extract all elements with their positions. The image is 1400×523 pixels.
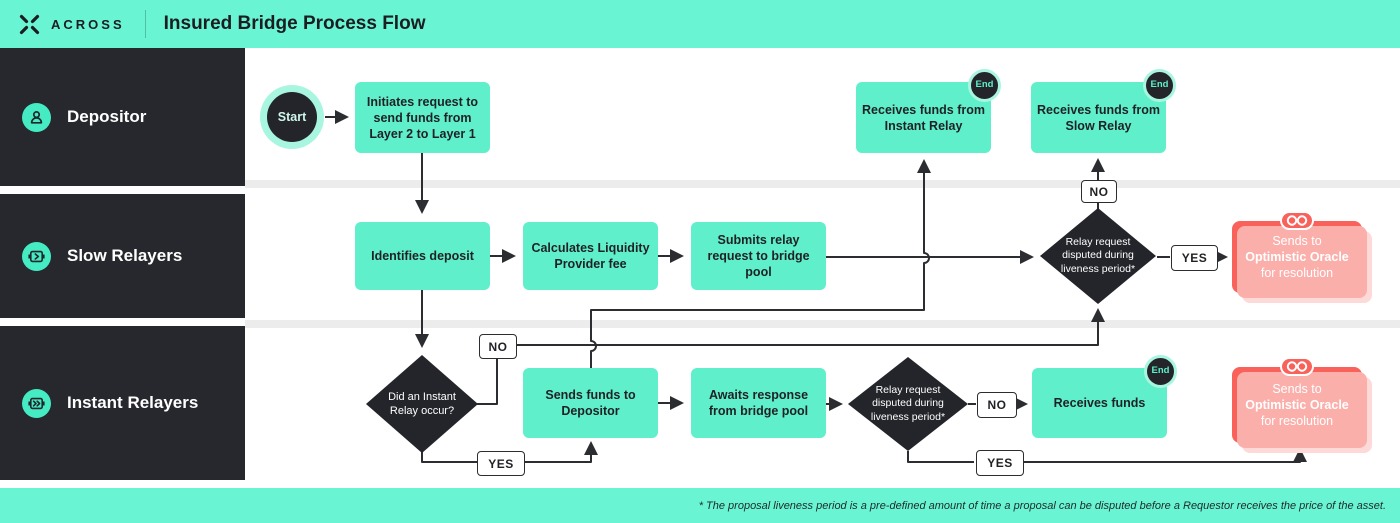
oracle-line3: for resolution <box>1260 266 1334 281</box>
header-bar: ACROSS Insured Bridge Process Flow <box>0 0 1400 48</box>
label-no-instant-dispute: NO <box>977 392 1017 418</box>
step-awaits-response-label: Awaits response from bridge pool <box>708 388 809 418</box>
step-awaits-response: Awaits response from bridge pool <box>691 368 826 438</box>
across-logo-icon <box>19 14 40 34</box>
step-receives-funds: Receives funds End <box>1032 355 1177 438</box>
step-receives-funds-slow-relay-label: Receives funds from Slow Relay <box>1037 102 1160 133</box>
step-identifies-deposit: Identifies deposit <box>355 222 490 290</box>
optimistic-oracle-icon <box>1280 211 1314 230</box>
brand: ACROSS <box>0 13 125 36</box>
end-badge: End <box>1144 355 1177 388</box>
lane-instant-relayers-label: Instant Relayers <box>67 393 199 412</box>
step-identifies-deposit-label: Identifies deposit <box>371 249 474 263</box>
oracle-line1: Sends to <box>1272 381 1322 396</box>
lane-depositor: Depositor <box>0 48 245 186</box>
oracle-line2: Optimistic Oracle <box>1245 397 1349 412</box>
step-calculates-lp-fee: Calculates Liquidity Provider fee <box>523 222 658 290</box>
label-yes-instant-occur: YES <box>477 451 525 476</box>
lane-divider <box>245 180 1400 188</box>
label-no-instant-occur: NO <box>479 334 517 359</box>
header-divider <box>144 10 146 38</box>
decision-instant-relay-occur-label: Did an Instant Relay occur? <box>388 390 456 417</box>
oracle-line2: Optimistic Oracle <box>1245 249 1349 264</box>
step-sends-funds-depositor-label: Sends funds to Depositor <box>545 388 636 418</box>
decision-dispute-instant-label: Relay request disputed during liveness p… <box>870 383 946 423</box>
step-optimistic-oracle-slow: Sends to Optimistic Oracle for resolutio… <box>1232 211 1372 303</box>
step-calculates-lp-fee-label: Calculates Liquidity Provider fee <box>531 241 650 271</box>
label-no-slow-dispute: NO <box>1081 180 1117 203</box>
step-initiates-request: Initiates request to send funds from Lay… <box>355 82 490 153</box>
end-badge: End <box>1143 69 1176 102</box>
lane-instant-relayers: Instant Relayers <box>0 326 245 480</box>
fast-relay-icon <box>22 388 51 418</box>
step-receives-funds-instant-relay-label: Receives funds from Instant Relay <box>862 102 985 133</box>
step-sends-funds-depositor: Sends funds to Depositor <box>523 368 658 438</box>
lane-divider <box>245 320 1400 328</box>
page-title: Insured Bridge Process Flow <box>163 13 426 34</box>
decision-dispute-slow-label: Relay request disputed during liveness p… <box>1060 235 1136 275</box>
step-submits-relay-request: Submits relay request to bridge pool <box>691 222 826 290</box>
step-optimistic-oracle-instant: Sends to Optimistic Oracle for resolutio… <box>1232 357 1372 453</box>
lane-slow-relayers: Slow Relayers <box>0 194 245 318</box>
step-submits-relay-request-label: Submits relay request to bridge pool <box>707 233 810 279</box>
optimistic-oracle-icon <box>1280 357 1314 376</box>
oracle-line1: Sends to <box>1272 233 1322 248</box>
person-icon <box>22 102 51 132</box>
step-initiates-request-label: Initiates request to send funds from Lay… <box>366 94 479 141</box>
step-receives-funds-slow-relay: Receives funds from Slow Relay End <box>1031 69 1176 153</box>
end-badge: End <box>968 69 1001 102</box>
brand-name: ACROSS <box>51 16 125 32</box>
label-yes-instant-dispute: YES <box>976 450 1024 476</box>
label-yes-slow-dispute: YES <box>1171 245 1218 271</box>
lane-depositor-label: Depositor <box>67 107 147 126</box>
footnote-text: * The proposal liveness period is a pre-… <box>698 499 1386 512</box>
step-receives-funds-instant-relay: Receives funds from Instant Relay End <box>856 69 1001 153</box>
lane-slow-relayers-label: Slow Relayers <box>67 246 183 265</box>
start-node: Start <box>260 85 324 149</box>
oracle-line3: for resolution <box>1260 414 1334 429</box>
start-label: Start <box>277 110 307 124</box>
relay-icon <box>22 241 51 271</box>
footer-bar: * The proposal liveness period is a pre-… <box>0 488 1400 523</box>
step-receives-funds-label: Receives funds <box>1053 396 1146 410</box>
